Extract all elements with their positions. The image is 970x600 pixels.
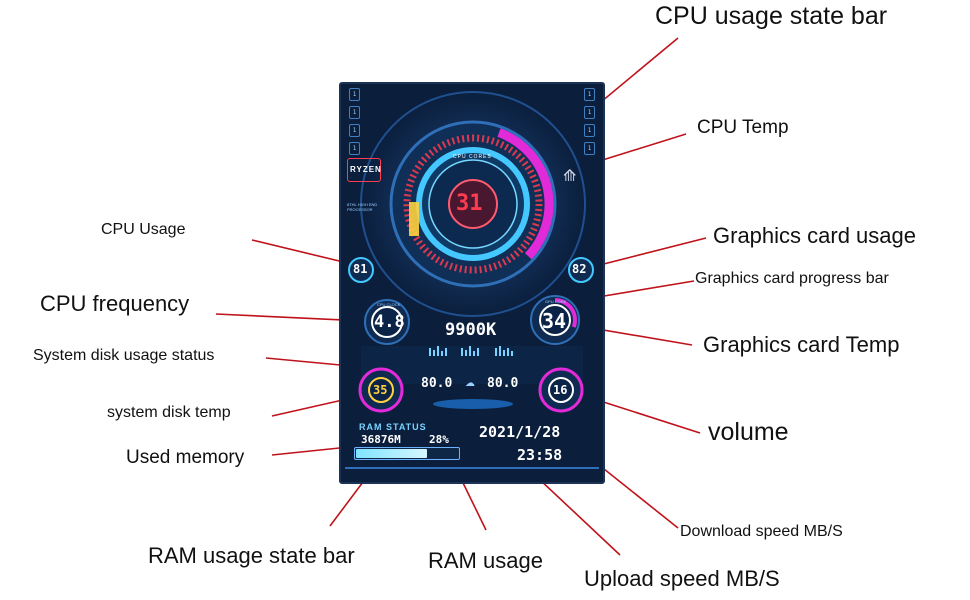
cpu-temp-core	[448, 179, 498, 229]
ram-usage-state-bar	[354, 447, 460, 460]
side-icon-right-4: 1	[584, 142, 595, 155]
graphics-card-progress-bar	[554, 298, 577, 328]
cpu-temp-value: 31	[456, 191, 483, 216]
cloud-icon: ☁	[465, 378, 475, 389]
speed-glow	[433, 399, 513, 409]
label-cpu-temp: CPU Temp	[697, 117, 789, 138]
label-upload-speed: Upload speed MB/S	[584, 566, 780, 591]
gpu-usage-gauge	[568, 257, 594, 283]
label-graphics-card-progress-bar: Graphics card progress bar	[695, 270, 889, 287]
volume-value: 16	[553, 383, 568, 397]
cpu-cores-label: CPU CORES	[453, 154, 492, 160]
lower-panel	[361, 346, 583, 384]
gpu-core-label: GPU CORE	[545, 299, 567, 304]
label-ram-usage-state-bar: RAM usage state bar	[148, 543, 355, 568]
label-cpu-frequency: CPU frequency	[40, 291, 190, 316]
label-volume: volume	[708, 418, 789, 446]
label-used-memory: Used memory	[126, 447, 245, 468]
label-cpu-usage: CPU Usage	[101, 221, 186, 238]
ryzen-logo-frame	[347, 158, 381, 182]
used-memory-value: 36876M	[361, 433, 401, 446]
side-icon-left-2: 1	[349, 106, 360, 119]
side-icon-left-1: 1	[349, 88, 360, 101]
time-value: 23:58	[517, 446, 563, 464]
side-icon-right-2: 1	[584, 106, 595, 119]
label-system-disk-usage-status: System disk usage status	[33, 347, 215, 364]
gpu-usage-value: 82	[572, 262, 587, 276]
cpu-frequency-value: 4.8	[374, 312, 405, 332]
upload-speed-value: 80.0	[421, 376, 453, 391]
disk-temp-value: 35	[373, 383, 388, 397]
left-indicator-bar	[409, 202, 419, 236]
download-speed-value: 80.0	[487, 376, 519, 391]
date-value: 2021/1/28	[479, 423, 561, 441]
side-icon-left-3: 1	[349, 124, 360, 137]
label-system-disk-temp: system disk temp	[107, 404, 231, 421]
brand-subtitle: 8THL HIGH END PROCESSOR	[347, 202, 378, 212]
gpu-temp-value: 34	[542, 309, 567, 333]
cpu-tick-ring	[403, 134, 543, 274]
rog-logo-icon: ⟰	[563, 168, 577, 185]
label-graphics-card-temp: Graphics card Temp	[703, 332, 900, 357]
disk-temp-gauge	[368, 377, 394, 403]
ram-status-label: RAM STATUS	[359, 422, 427, 432]
cpu-usage-state-bar	[497, 128, 554, 260]
cpu-usage-gauge	[348, 257, 374, 283]
side-icon-right-1: 1	[584, 88, 595, 101]
label-cpu-usage-state-bar: CPU usage state bar	[655, 2, 888, 30]
ram-usage-value: 28%	[429, 433, 449, 446]
label-ram-usage: RAM usage	[428, 548, 543, 573]
cpu-freq-label: CPU CLOCK	[377, 302, 401, 307]
brand-logo: RYZEN	[350, 165, 382, 174]
label-graphics-card-usage: Graphics card usage	[713, 223, 916, 248]
side-icon-right-3: 1	[584, 124, 595, 137]
monitor-graphics	[345, 91, 599, 469]
cpu-usage-value: 81	[353, 262, 368, 276]
system-monitor-screen: 1 1 1 1 1 1 1 1	[339, 82, 605, 484]
processor-model: 9900K	[445, 320, 497, 340]
label-download-speed: Download speed MB/S	[680, 523, 843, 540]
side-icon-left-4: 1	[349, 142, 360, 155]
network-equalizer	[429, 346, 513, 356]
volume-gauge	[548, 377, 574, 403]
ram-usage-fill	[356, 449, 428, 458]
